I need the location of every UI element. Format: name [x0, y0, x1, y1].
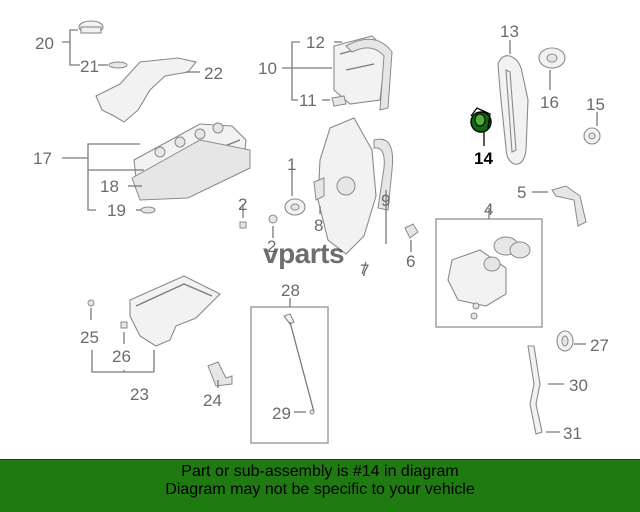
callout-11: 11: [299, 91, 317, 110]
callout-6: 6: [406, 252, 415, 271]
tensioner-pulley-14[interactable]: [470, 107, 492, 133]
footer-banner: Part or sub-assembly is #14 in diagram D…: [0, 459, 640, 512]
callout-25: 25: [80, 328, 99, 347]
bolt-6[interactable]: [404, 223, 419, 239]
callout-19: 19: [107, 201, 126, 220]
idler-pulley[interactable]: [583, 127, 601, 145]
callout-20: 20: [35, 34, 54, 53]
dipstick-tube[interactable]: [527, 345, 543, 435]
callout-30: 30: [569, 376, 588, 395]
parts-diagram: 20 21 22 17 18 19 12 10 11 1 2 2 8 9 7 6…: [33, 20, 609, 444]
callout-12: 12: [306, 33, 325, 52]
callout-17: 17: [33, 149, 52, 168]
callout-2a: 2: [238, 195, 247, 214]
callout-15: 15: [586, 95, 605, 114]
callout-29: 29: [272, 404, 291, 423]
key-8[interactable]: [313, 177, 325, 201]
callout-16: 16: [540, 93, 559, 112]
oil-pan[interactable]: [129, 275, 221, 347]
bracket-24[interactable]: [207, 361, 233, 387]
cover-seal[interactable]: [345, 38, 393, 111]
callout-18: 18: [100, 177, 119, 196]
callout-28: 28: [281, 281, 300, 300]
callout-2b: 2: [267, 237, 276, 256]
callout-14: 14: [474, 149, 493, 168]
callout-31: 31: [563, 424, 582, 443]
oil-filler-cap[interactable]: [78, 20, 104, 34]
callout-8: 8: [314, 216, 323, 235]
dipstick[interactable]: [283, 313, 315, 415]
bolt-2a[interactable]: [239, 221, 247, 229]
bolt-11[interactable]: [331, 95, 347, 107]
washer-26[interactable]: [120, 321, 128, 329]
callout-1: 1: [287, 155, 296, 174]
timing-belt[interactable]: [497, 55, 529, 165]
watermark-logo: vparts: [263, 238, 345, 269]
drain-plug-25[interactable]: [87, 299, 95, 307]
washer[interactable]: [140, 206, 156, 214]
valve-cover-gasket[interactable]: [131, 139, 251, 201]
crank-sprocket[interactable]: [284, 198, 306, 216]
callout-7: 7: [360, 261, 369, 280]
engine-cover[interactable]: [95, 57, 197, 123]
callout-22: 22: [204, 64, 223, 83]
cam-sprocket[interactable]: [538, 47, 566, 69]
washer-2b[interactable]: [268, 214, 278, 224]
gasket-5[interactable]: [551, 185, 587, 227]
footer-line-2: Diagram may not be specific to your vehi…: [165, 481, 475, 498]
callout-13: 13: [500, 22, 519, 41]
callout-23: 23: [130, 385, 149, 404]
callout-24: 24: [203, 391, 222, 410]
callout-21: 21: [80, 57, 99, 76]
seal-27[interactable]: [556, 330, 574, 352]
cap-gasket[interactable]: [108, 61, 128, 69]
callout-26: 26: [112, 347, 131, 366]
callout-5: 5: [517, 183, 526, 202]
cover-gasket-9[interactable]: [373, 138, 394, 211]
callout-9: 9: [381, 191, 390, 210]
callout-4: 4: [484, 200, 493, 219]
footer-line-1: Part or sub-assembly is #14 in diagram: [181, 463, 459, 480]
lower-timing-cover[interactable]: [317, 117, 377, 255]
oil-pump[interactable]: [447, 236, 531, 320]
callout-27: 27: [590, 336, 609, 355]
callout-10: 10: [258, 59, 277, 78]
